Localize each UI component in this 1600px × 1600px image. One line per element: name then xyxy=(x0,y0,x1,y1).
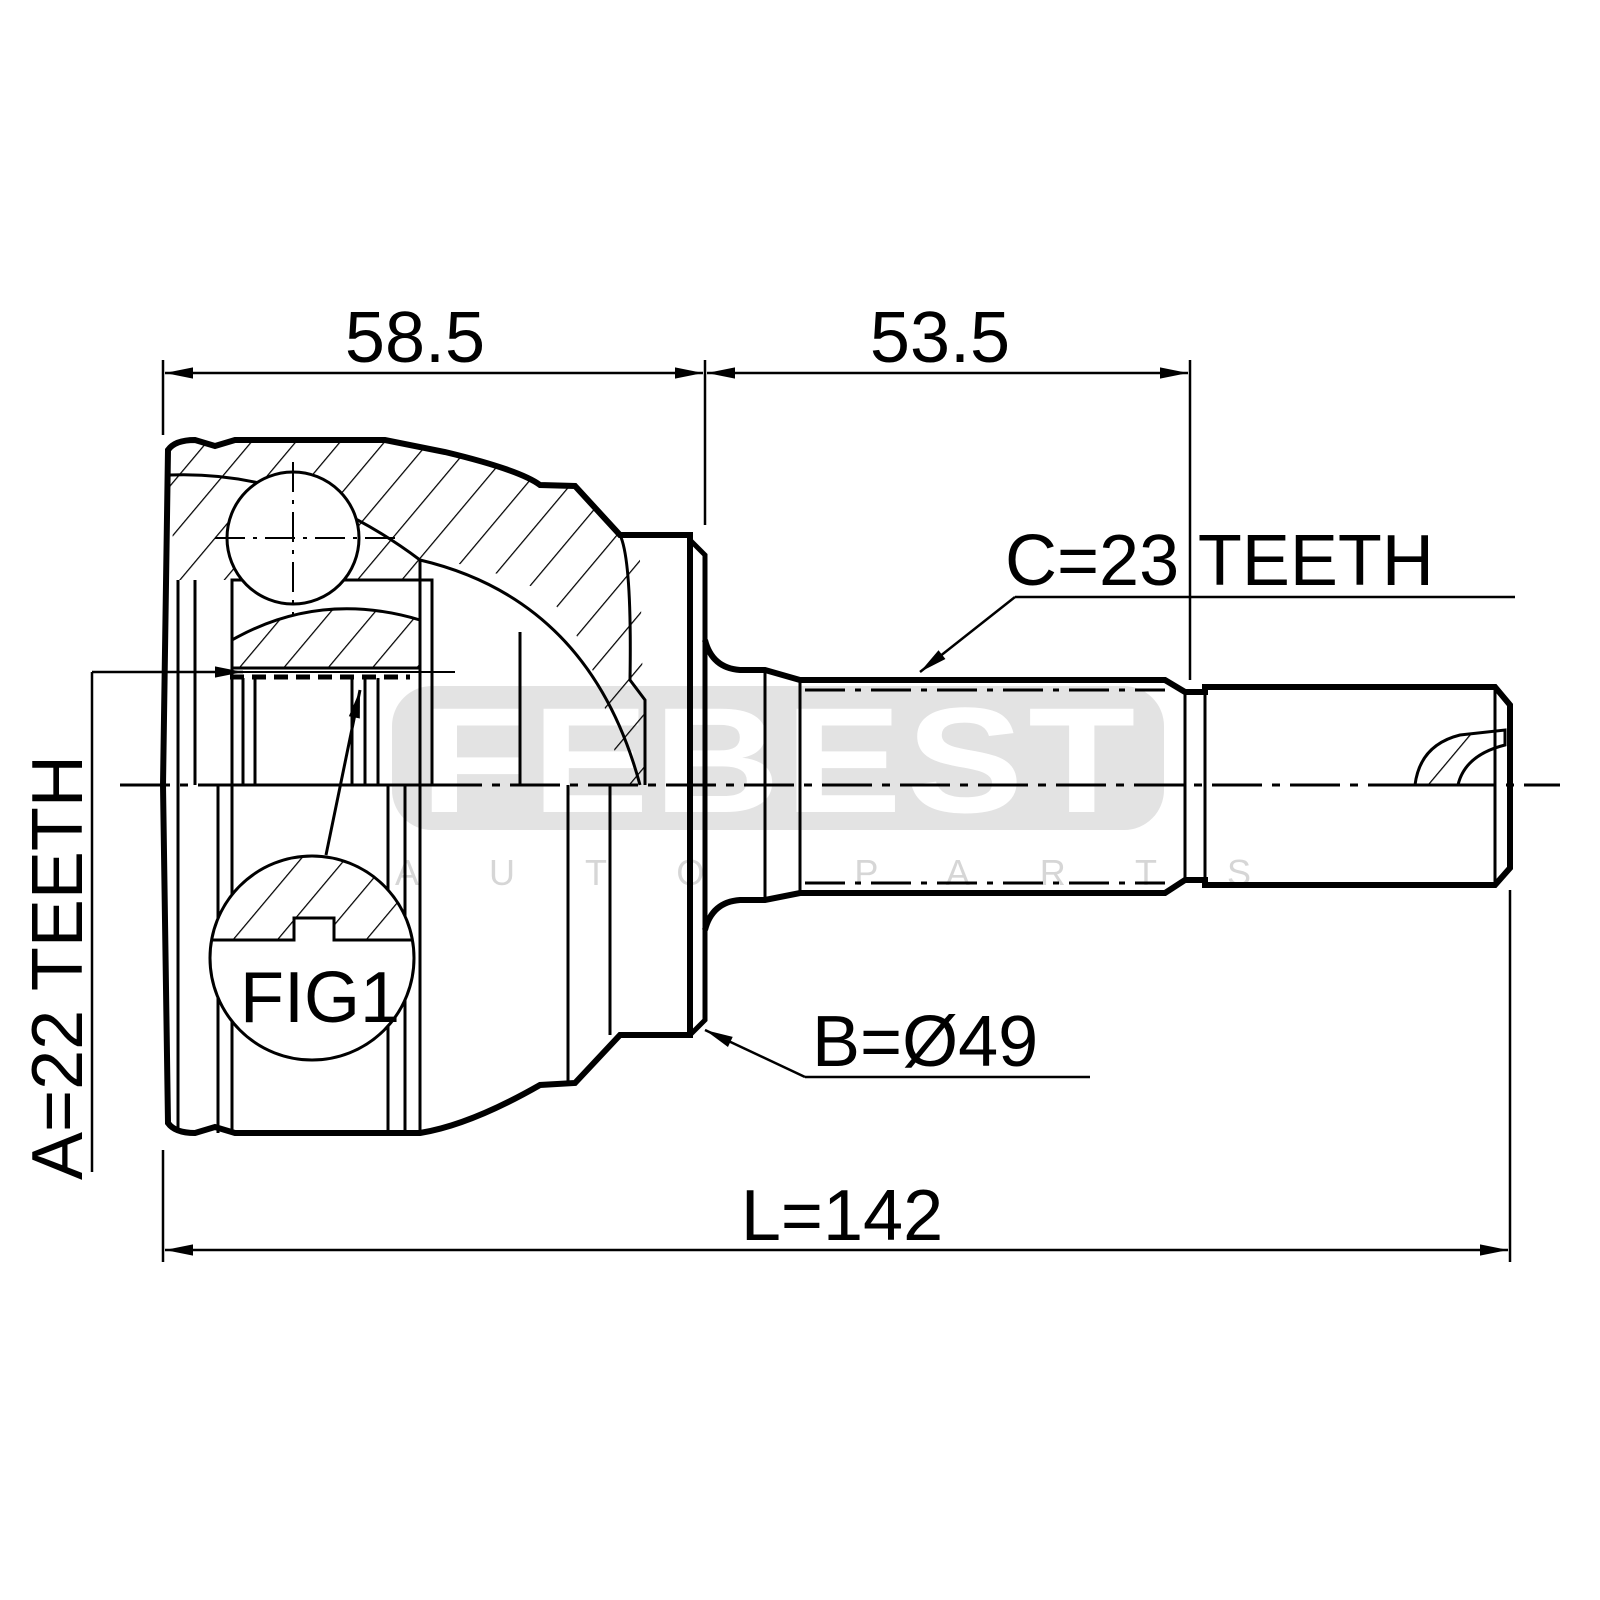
dimension-length: L=142 xyxy=(165,1176,1508,1256)
fig1-detail: FIG1 xyxy=(208,689,416,1062)
dimension-58-5: 58.5 xyxy=(165,298,703,379)
svg-text:AUTO PARTS: AUTO PARTS xyxy=(395,852,1321,893)
watermark: FEBEST AUTO PARTS xyxy=(392,676,1321,893)
svg-text:FEBEST: FEBEST xyxy=(420,676,1140,844)
svg-text:A=22 TEETH: A=22 TEETH xyxy=(18,755,98,1180)
fig1-label: FIG1 xyxy=(240,958,400,1038)
svg-text:C=23 TEETH: C=23 TEETH xyxy=(1005,521,1434,601)
svg-text:58.5: 58.5 xyxy=(345,298,485,378)
svg-text:B=Ø49: B=Ø49 xyxy=(812,1002,1038,1082)
svg-text:L=142: L=142 xyxy=(741,1176,943,1256)
spline-c-callout: C=23 TEETH xyxy=(919,521,1515,673)
dimension-53-5: 53.5 xyxy=(707,298,1188,379)
ball xyxy=(215,462,395,615)
spline-a-callout: A=22 TEETH xyxy=(18,666,243,1180)
svg-text:53.5: 53.5 xyxy=(870,298,1010,378)
extension-lines xyxy=(161,360,1512,1262)
diameter-b-callout: B=Ø49 xyxy=(704,1002,1090,1082)
